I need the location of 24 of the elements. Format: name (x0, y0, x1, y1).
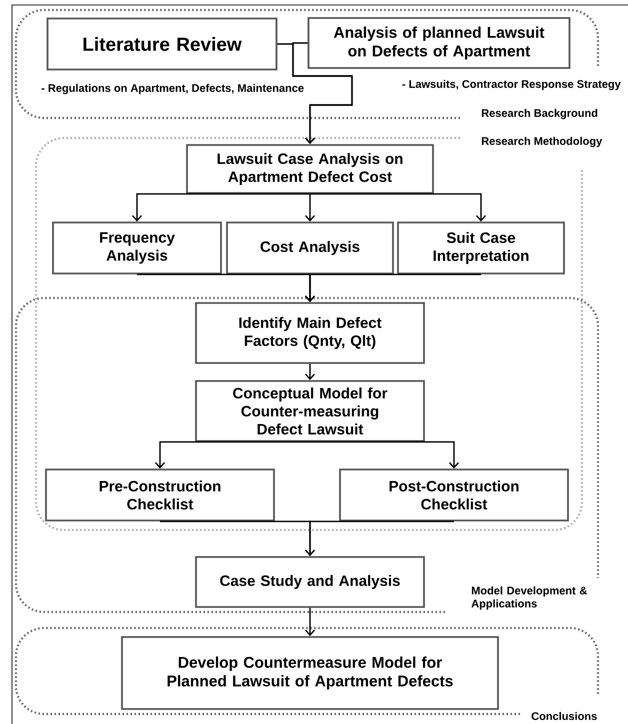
process-box: Conceptual Model for Counter-measuring Defect Lawsuit (195, 380, 425, 442)
arrow (292, 42, 353, 144)
process-box: Frequency Analysis (52, 222, 222, 274)
arrow (304, 520, 454, 556)
process-box: Suit Case Interpretation (397, 222, 565, 274)
process-box: Post-Construction Checklist (339, 468, 569, 522)
process-box: Lawsuit Case Analysis on Apartment Defect Cost (186, 144, 434, 194)
arrow (304, 364, 316, 380)
arrow (154, 441, 310, 469)
arrow (304, 194, 316, 222)
process-box: Literature Review (46, 18, 278, 70)
arrow (304, 274, 481, 302)
arrow (310, 441, 460, 469)
bullet-note: - Regulations on Apartment, Defects, Maintenance (42, 84, 304, 94)
process-box: Pre-Construction Checklist (45, 468, 275, 522)
arrow (310, 193, 486, 222)
process-box: Case Study and Analysis (195, 556, 425, 608)
process-box: Analysis of planned Lawsuit on Defects of Apartment (308, 17, 570, 69)
process-box: Identify Main Defect Factors (Qnty, Qlt) (195, 302, 425, 364)
arrow (132, 193, 310, 222)
process-box: Develop Countermeasure Model for Planned Lawsuit of Apartment Defects (121, 636, 499, 710)
arrow (304, 608, 316, 636)
process-box: Cost Analysis (226, 222, 394, 274)
bullet-note: - Lawsuits, Contractor Response Strategy (402, 80, 621, 90)
